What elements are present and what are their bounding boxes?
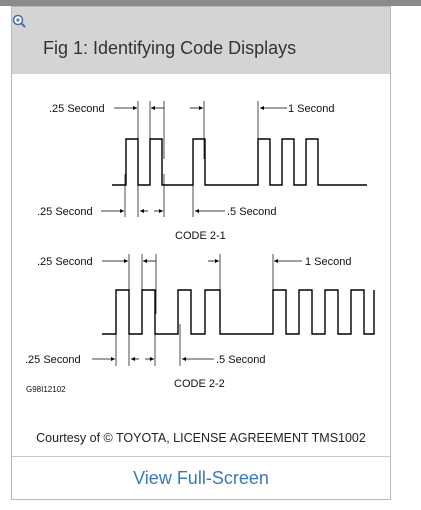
d2-bottom-left-label: .25 Second	[25, 354, 81, 366]
figure-title: Fig 1: Identifying Code Displays	[43, 38, 297, 58]
d1-caption: CODE 2-1	[175, 230, 226, 242]
figure-header: Fig 1: Identifying Code Displays	[12, 7, 390, 74]
top-bar	[0, 0, 421, 6]
d1-top-right-label: 1 Second	[288, 103, 334, 115]
right-margin	[394, 6, 421, 510]
d1-top-left-label: .25 Second	[49, 103, 105, 115]
figure-card: Fig 1: Identifying Code Displays .25 Sec…	[11, 6, 391, 500]
code-2-2-diagram: .25 Second 1 Second .25 Second .5 Second…	[25, 254, 375, 394]
figure-id: G98I12102	[26, 385, 66, 394]
d1-bottom-right-label: .5 Second	[227, 206, 277, 218]
d1-bottom-left-label: .25 Second	[37, 206, 93, 218]
view-fullscreen-link[interactable]: View Full-Screen	[133, 468, 269, 488]
d2-caption: CODE 2-2	[174, 378, 225, 390]
d2-bottom-right-label: .5 Second	[216, 354, 266, 366]
d2-top-right-label: 1 Second	[305, 256, 351, 268]
divider	[12, 456, 390, 457]
code-diagram-figure[interactable]: .25 Second 1 Second .25 Second .5 Second…	[12, 74, 390, 419]
code-2-1-diagram: .25 Second 1 Second .25 Second .5 Second…	[37, 101, 367, 242]
zoom-in-icon[interactable]	[11, 13, 27, 29]
courtesy-text: Courtesy of © TOYOTA, LICENSE AGREEMENT …	[36, 431, 366, 445]
d2-top-left-label: .25 Second	[37, 256, 93, 268]
